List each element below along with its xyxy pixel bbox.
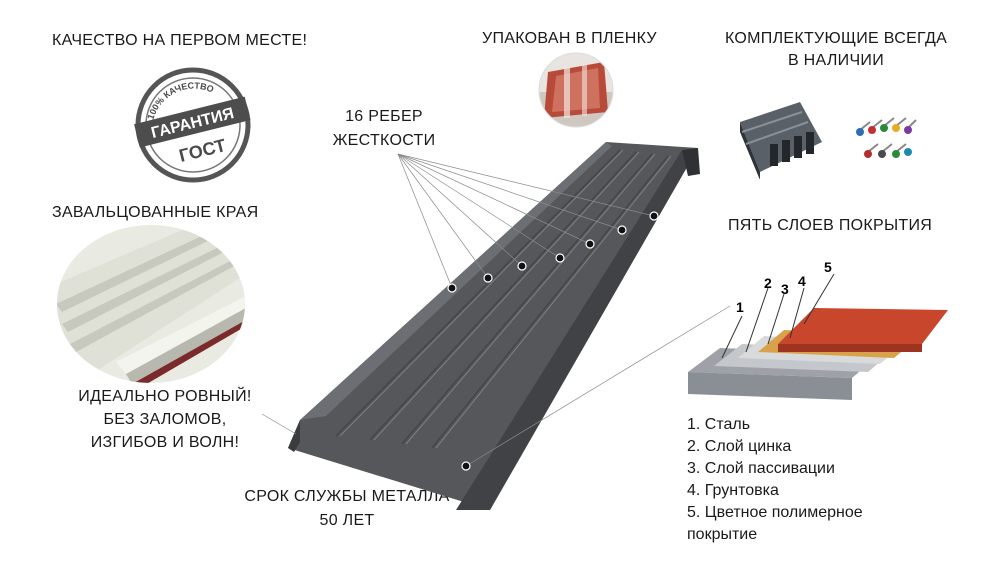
layer-number-5: 5: [824, 259, 832, 275]
edges-heading: ЗАВАЛЬЦОВАННЫЕ КРАЯ: [52, 204, 259, 221]
layer-item-steel: 1. Сталь: [687, 416, 751, 433]
ribs-heading-line2: ЖЕСТКОСТИ: [332, 132, 436, 149]
flat-heading-line1: ИДЕАЛЬНО РОВНЫЙ!: [78, 388, 252, 405]
parts-heading-line1: КОМПЛЕКТУЮЩИЕ ВСЕГДА: [724, 30, 948, 47]
packed-photo: [538, 52, 614, 128]
layer-item-polymer-cont: покрытие: [687, 526, 758, 543]
gost-guarantee-stamp: 100% КАЧЕСТВО ГАРАНТИЯ ГОСТ: [134, 67, 251, 183]
layer-number-3: 3: [781, 281, 789, 297]
layer-item-passivation: 3. Слой пассивации: [687, 460, 835, 477]
flat-heading-line2: БЕЗ ЗАЛОМОВ,: [103, 411, 227, 428]
packed-heading: УПАКОВАН В ПЛЕНКУ: [482, 30, 657, 47]
life-heading-line2: 50 ЛЕТ: [319, 512, 375, 529]
layer-number-2: 2: [764, 275, 772, 291]
quality-heading: КАЧЕСТВО НА ПЕРВОМ МЕСТЕ!: [52, 32, 308, 49]
life-heading-line1: СРОК СЛУЖБЫ МЕТАЛЛА: [244, 488, 450, 505]
layer-item-primer: 4. Грунтовка: [687, 482, 779, 499]
layers-heading: ПЯТЬ СЛОЕВ ПОКРЫТИЯ: [728, 217, 933, 234]
parts-heading-line2: В НАЛИЧИИ: [787, 52, 885, 69]
rolled-edge-photo: [57, 225, 245, 383]
screws-photo: [849, 97, 923, 171]
layer-item-zinc: 2. Слой цинка: [687, 438, 792, 455]
layers-list: 1. Сталь 2. Слой цинка 3. Слой пассиваци…: [687, 414, 863, 546]
layer-number-4: 4: [798, 273, 806, 289]
coating-layers-diagram: 1 2 3 4 5: [688, 259, 948, 400]
layer-number-1: 1: [736, 299, 744, 315]
ribs-heading-line1: 16 РЕБЕР: [345, 108, 423, 125]
layer-item-polymer: 5. Цветное полимерное: [687, 504, 863, 521]
profile-bundle-photo: [733, 93, 823, 183]
flat-heading-line3: ИЗГИБОВ И ВОЛН!: [90, 434, 240, 451]
